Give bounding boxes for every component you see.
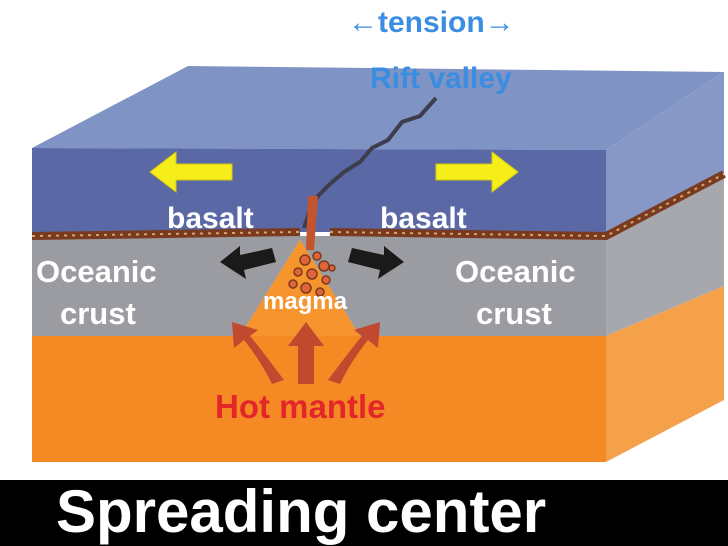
basalt-layer-left [31, 228, 301, 240]
title-banner [0, 480, 728, 546]
yellow-left-arrow [149, 150, 233, 194]
magma-blobs [288, 251, 336, 297]
oceanic-crust-left-line1: Oceanic [36, 254, 157, 289]
magma-label: magma [263, 288, 348, 315]
oceanic-crust-right-line2: crust [476, 296, 552, 331]
crust-front [32, 236, 606, 336]
crust-side [606, 174, 724, 336]
red-upflow-arrow-right [328, 322, 380, 384]
tension-label: ←tension→ [348, 6, 515, 39]
ocean-side-face [606, 72, 724, 232]
mantle-upwelling [240, 240, 360, 336]
black-left-arrow [220, 246, 276, 279]
ocean-top-face [32, 66, 724, 150]
basalt-left-label: basalt [167, 202, 254, 235]
mantle-side [606, 286, 724, 462]
basalt-right-label: basalt [380, 202, 467, 235]
red-upflow-arrow-center [288, 322, 324, 384]
black-right-arrow [348, 246, 404, 279]
ocean-front-face [32, 148, 606, 232]
page-title: Spreading center [56, 478, 547, 545]
hot-mantle-label: Hot mantle [215, 388, 386, 425]
basalt-layer-right [329, 170, 726, 241]
rift-valley-label: Rift valley [370, 62, 512, 95]
magma-conduit [306, 196, 318, 250]
yellow-right-arrow [435, 150, 519, 194]
oceanic-crust-right-line1: Oceanic [455, 254, 576, 289]
mantle-front [32, 240, 606, 462]
red-upflow-arrow-left [232, 322, 284, 384]
oceanic-crust-left-line2: crust [60, 296, 136, 331]
